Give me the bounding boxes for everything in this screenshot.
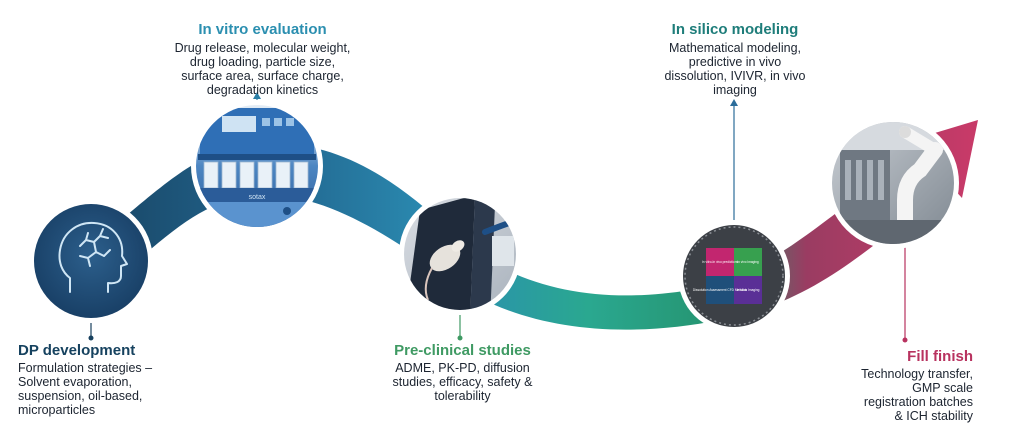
- rat-study-image: [405, 198, 515, 310]
- quadrant-label-1: In vitro-In vivo predictions: [702, 260, 739, 264]
- connector-fill-dot: [902, 337, 908, 343]
- node-in-vitro: sotax: [191, 100, 323, 232]
- device-brand-label: sotax: [249, 194, 266, 201]
- fill-finish-description: Technology transfer, GMP scale registrat…: [861, 367, 973, 423]
- quadrant-in-silico-imaging: [734, 276, 762, 304]
- quadrant-label-4: In silico Imaging: [737, 288, 760, 292]
- connector-dp-dot: [88, 335, 94, 341]
- node-in-silico: In vitro-In vivo predictions In vivo Ima…: [678, 220, 790, 332]
- quadrant-label-2: In vivo Imaging: [737, 260, 759, 264]
- connector-invitro-arrowhead: [253, 92, 261, 99]
- pre-clinical-title: Pre-clinical studies: [394, 342, 531, 359]
- pre-clinical-description: ADME, PK-PD, diffusion studies, efficacy…: [392, 361, 533, 403]
- head-brain-icon: [58, 221, 128, 293]
- in-silico-quadrants: In vitro-In vivo predictions In vivo Ima…: [693, 248, 762, 304]
- dp-development-title: DP development: [18, 342, 136, 359]
- connector-preclin-dot: [457, 335, 463, 341]
- dp-development-description: Formulation strategies – Solvent evapora…: [18, 361, 153, 417]
- node-pre-clinical: [399, 193, 521, 315]
- fill-finish-title: Fill finish: [907, 348, 973, 365]
- in-vitro-description: Drug release, molecular weight, drug loa…: [174, 41, 351, 97]
- quadrant-in-vitro-predictions: [706, 248, 734, 276]
- node-fill-finish: [827, 117, 959, 249]
- in-vitro-title: In vitro evaluation: [198, 21, 327, 38]
- in-silico-title: In silico modeling: [671, 21, 799, 38]
- connector-insilico-arrowhead: [730, 99, 738, 106]
- quadrant-label-3: Dissolution Assessment CFD Methods: [693, 288, 748, 292]
- in-silico-description: Mathematical modeling, predictive in viv…: [664, 41, 806, 97]
- quadrant-dissolution-cfd: [706, 276, 734, 304]
- quadrant-in-vivo-imaging: [734, 248, 762, 276]
- node-dp-development: [29, 199, 153, 323]
